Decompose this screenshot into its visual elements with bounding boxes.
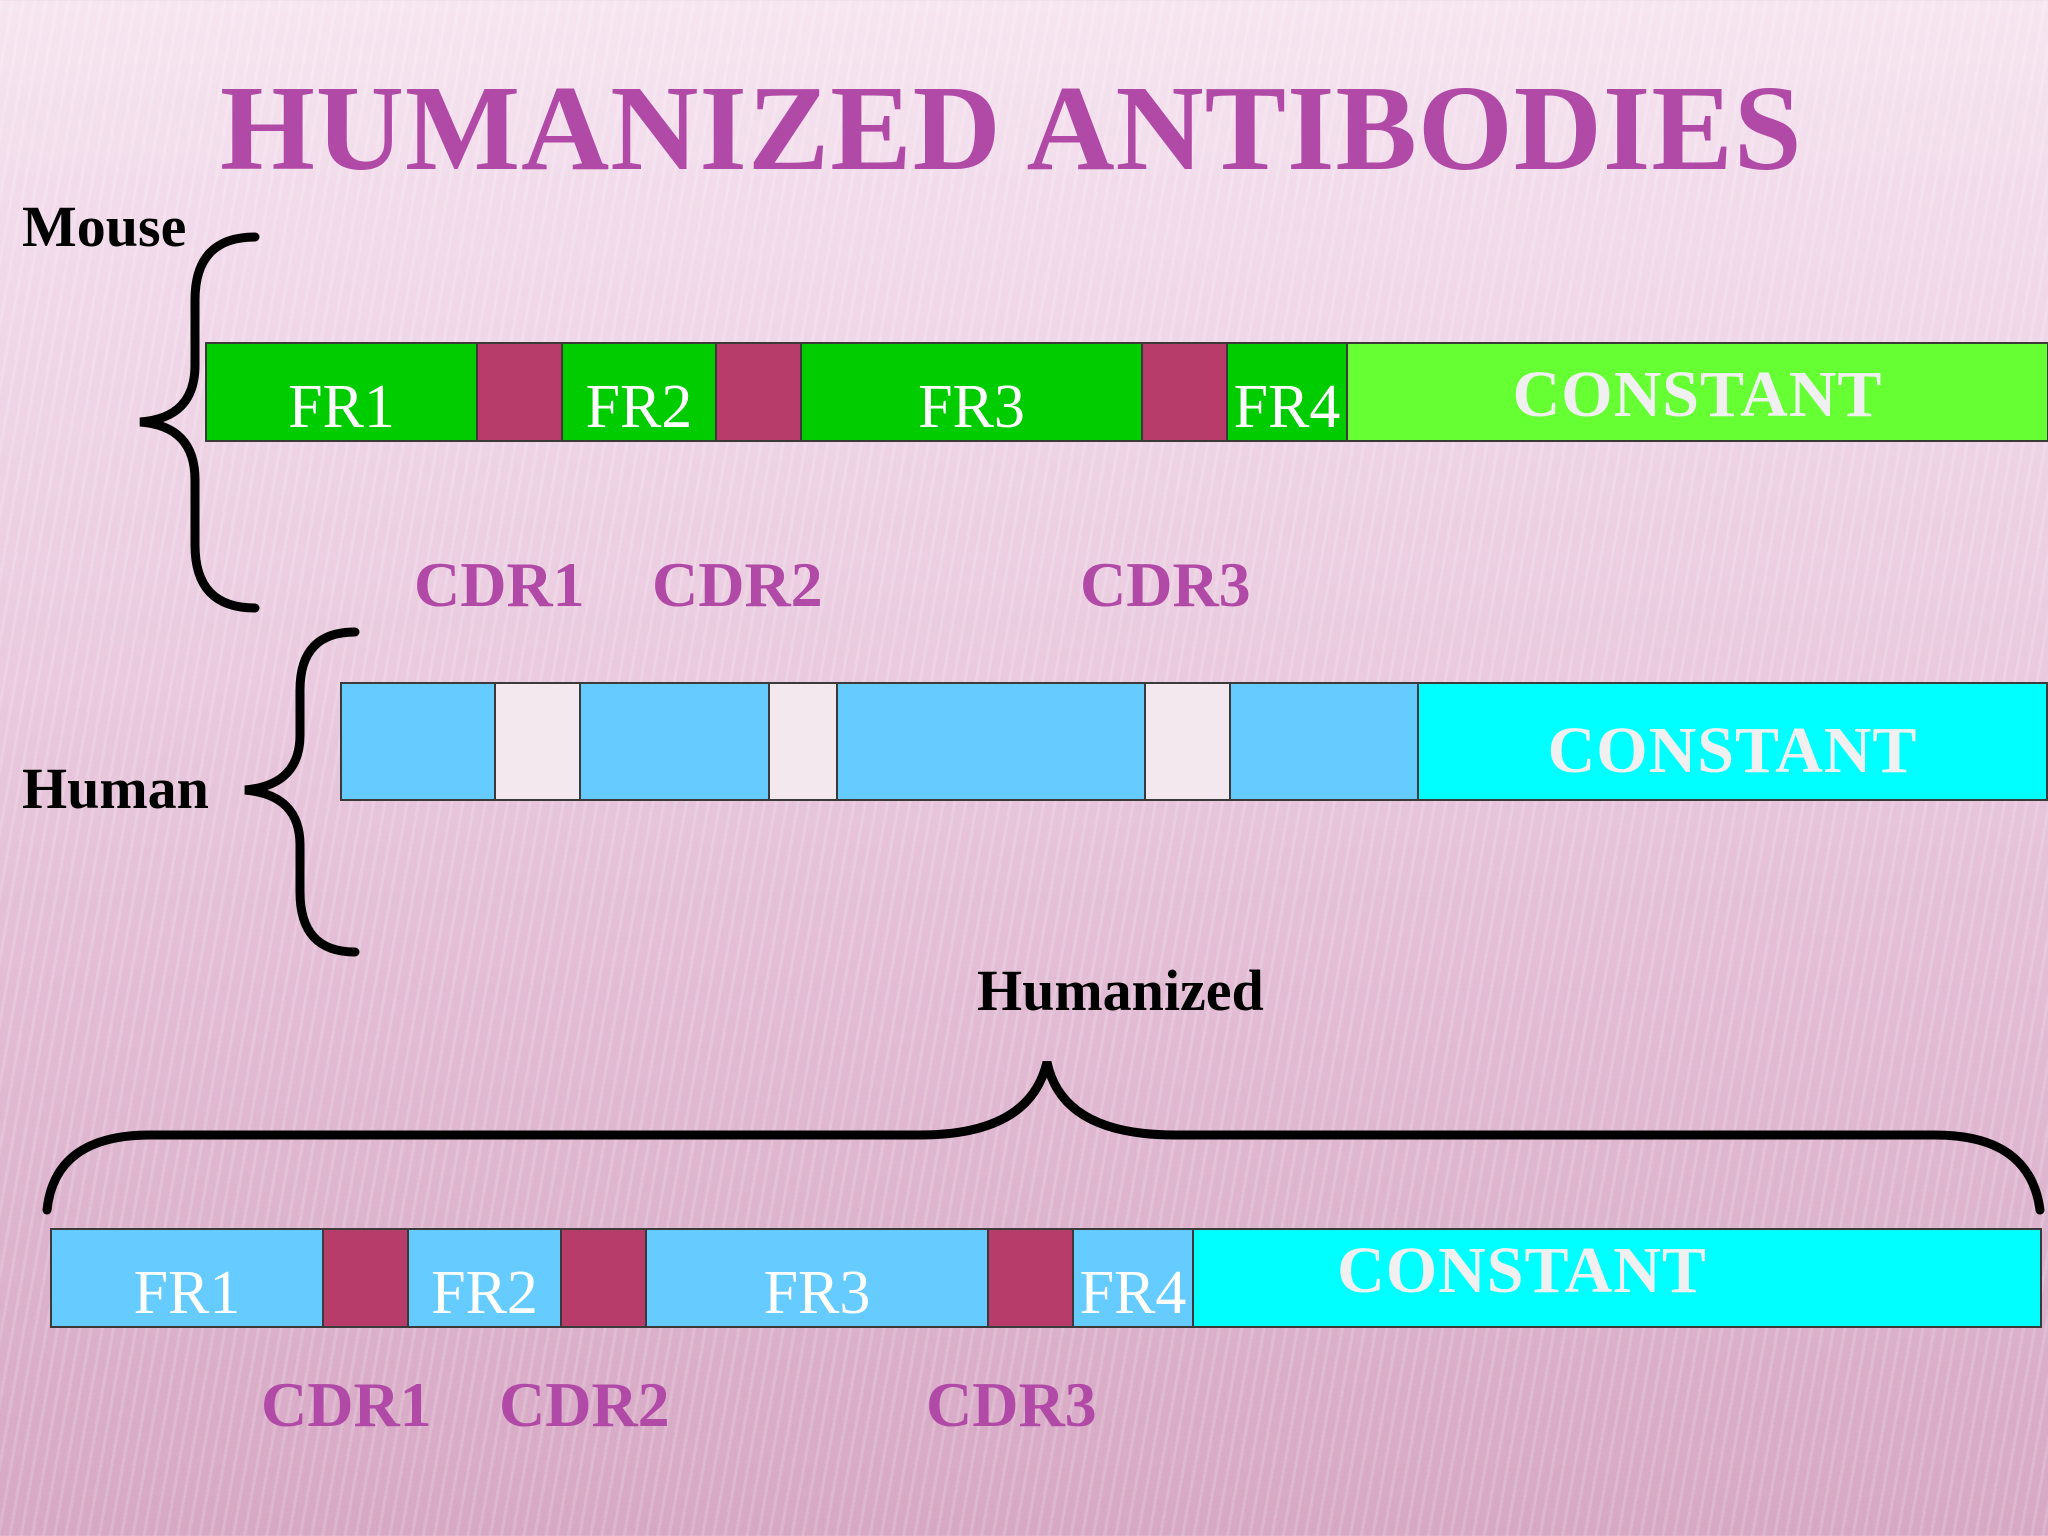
humanized-fr4-label: FR4	[1079, 1259, 1187, 1327]
mouse-constant-label: CONSTANT	[1512, 358, 1883, 431]
mouse-brace	[139, 232, 260, 613]
human-fr2-segment	[579, 682, 770, 801]
mouse-cdr3-label: CDR3	[1080, 549, 1251, 620]
mouse-cdr3-segment	[1141, 342, 1228, 442]
humanized-cdr2-label: CDR2	[499, 1369, 670, 1440]
humanized-fr1-segment: FR1	[50, 1228, 324, 1328]
humanized-cdr3-segment	[987, 1228, 1074, 1328]
human-cdr3-segment	[1144, 682, 1231, 801]
human-fr4-segment	[1229, 682, 1419, 801]
mouse-label: Mouse	[22, 194, 187, 259]
humanized-cdr2-segment	[560, 1228, 647, 1328]
humanized-label: Humanized	[977, 958, 1264, 1023]
mouse-cdr2-label: CDR2	[652, 549, 823, 620]
mouse-constant-segment: CONSTANT	[1346, 342, 2048, 442]
humanized-constant-segment: CONSTANT	[1192, 1228, 2042, 1328]
humanized-fr1-label: FR1	[133, 1259, 241, 1327]
slide-title: HUMANIZED ANTIBODIES	[220, 61, 1803, 196]
human-antibody-bar: CONSTANT	[340, 682, 2048, 801]
humanized-fr4-segment: FR4	[1072, 1228, 1194, 1328]
humanized-fr2-segment: FR2	[407, 1228, 562, 1328]
mouse-cdr1-segment	[476, 342, 563, 442]
human-fr1-segment	[340, 682, 496, 801]
mouse-fr2-segment: FR2	[561, 342, 717, 442]
human-cdr2-segment	[768, 682, 838, 801]
humanized-cdr1-label: CDR1	[261, 1369, 432, 1440]
humanized-cdr1-segment	[322, 1228, 409, 1328]
humanized-fr2-label: FR2	[431, 1259, 538, 1327]
humanized-cdr3-label: CDR3	[926, 1369, 1097, 1440]
mouse-antibody-bar: FR1 FR2 FR3 FR4 CONSTANT	[205, 342, 2048, 442]
mouse-fr1-label: FR1	[288, 373, 395, 441]
mouse-fr1-segment: FR1	[205, 342, 478, 442]
human-cdr1-segment	[494, 682, 581, 801]
human-constant-label: CONSTANT	[1547, 714, 1918, 787]
human-fr3-segment	[836, 682, 1146, 801]
humanized-brace	[42, 1060, 2045, 1215]
human-constant-segment: CONSTANT	[1417, 682, 2048, 801]
mouse-fr4-segment: FR4	[1226, 342, 1348, 442]
humanized-fr3-label: FR3	[763, 1259, 871, 1327]
mouse-fr2-label: FR2	[585, 373, 693, 441]
mouse-cdr2-segment	[715, 342, 802, 442]
humanized-constant-label: CONSTANT	[1337, 1234, 1707, 1307]
humanized-antibody-bar: FR1 FR2 FR3 FR4 CONSTANT	[50, 1228, 2042, 1328]
human-label: Human	[22, 756, 209, 821]
mouse-fr3-label: FR3	[918, 373, 1025, 441]
human-brace	[244, 627, 360, 957]
mouse-cdr1-label: CDR1	[414, 549, 585, 620]
mouse-fr3-segment: FR3	[800, 342, 1143, 442]
humanized-fr3-segment: FR3	[645, 1228, 989, 1328]
mouse-fr4-label: FR4	[1233, 373, 1341, 441]
